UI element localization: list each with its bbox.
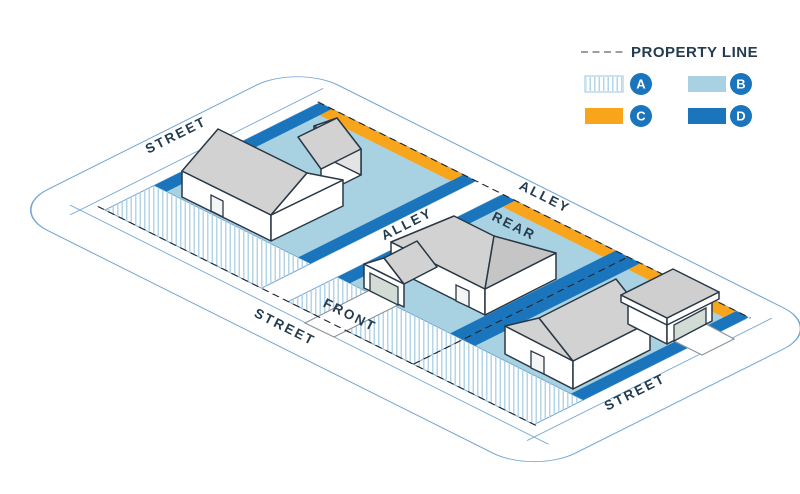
legend-badge-b-letter: B	[736, 77, 745, 92]
house-2	[363, 215, 557, 316]
legend-badge-c	[630, 105, 652, 127]
rear-strip-c-lot2	[502, 200, 616, 257]
legend-badge-a-letter: A	[636, 77, 646, 92]
house1-wing-roof	[297, 117, 362, 170]
front-setback-hatch-lot-2	[288, 277, 463, 365]
legend-swatch-a-hatch	[586, 77, 622, 91]
house2-hip-roof	[484, 235, 557, 290]
house3-door	[530, 349, 545, 376]
legend-badge-b	[730, 73, 752, 95]
property-line-side-shared	[412, 256, 629, 365]
property-line-label: PROPERTY LINE	[631, 44, 758, 61]
legend-badge-c-letter: C	[636, 109, 646, 124]
street-loop-outer-edge	[29, 76, 800, 463]
legend-swatch-c	[585, 108, 623, 124]
curb-line-street-top-left	[69, 88, 324, 216]
legend-badge-a	[630, 73, 652, 95]
garage-3	[620, 268, 720, 345]
house2-door	[455, 283, 470, 309]
legend-swatch-d	[688, 108, 726, 124]
house1-door	[210, 193, 224, 219]
garage3-roof-top	[620, 268, 720, 319]
side-strip-d-lot2-shared	[450, 250, 628, 340]
legend-badge-d	[730, 105, 752, 127]
house2-garage-roof	[383, 240, 438, 285]
front-setback-hatch-lot-1	[105, 185, 311, 289]
front-setback-hatch-lot-3	[413, 339, 584, 425]
garage3-door	[673, 306, 707, 343]
legend: PROPERTY LINE A B C D	[581, 44, 758, 127]
front-setback-areas-a	[103, 184, 585, 426]
property-line-front	[97, 206, 541, 428]
house2-garage-door	[369, 271, 399, 307]
house1-gable	[270, 172, 344, 216]
side-strip-d-lot3-shared	[462, 256, 641, 346]
house-1	[181, 117, 362, 242]
rear-strip-c-lot1	[319, 108, 464, 181]
legend-badge-d-letter: D	[736, 109, 745, 124]
side-strip-d-lot1-alley	[298, 174, 477, 264]
legend-swatch-b	[688, 76, 726, 92]
